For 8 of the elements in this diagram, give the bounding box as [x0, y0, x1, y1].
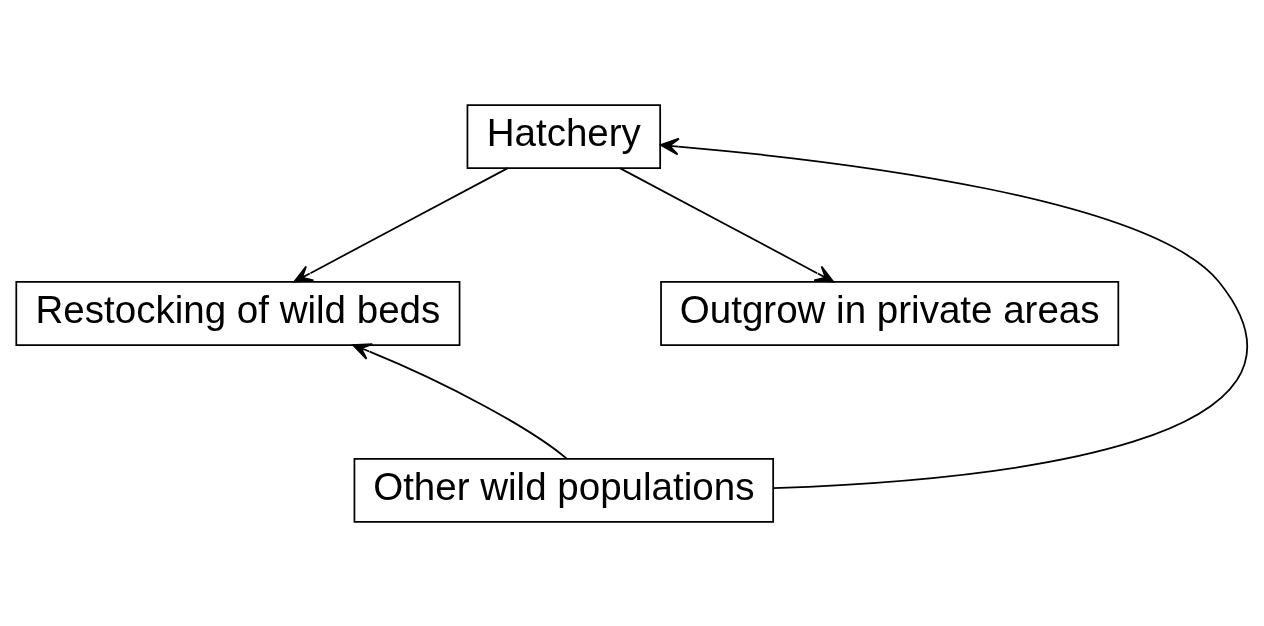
arrow — [352, 342, 568, 460]
node-box: Outgrow in private areas — [660, 280, 1120, 346]
arrow — [618, 166, 835, 283]
node-box: Restocking of wild beds — [15, 280, 461, 346]
arrow — [659, 137, 1248, 489]
arrow — [293, 166, 509, 283]
node-box: Hatchery — [466, 103, 662, 169]
node-box: Other wild populations — [353, 457, 775, 523]
